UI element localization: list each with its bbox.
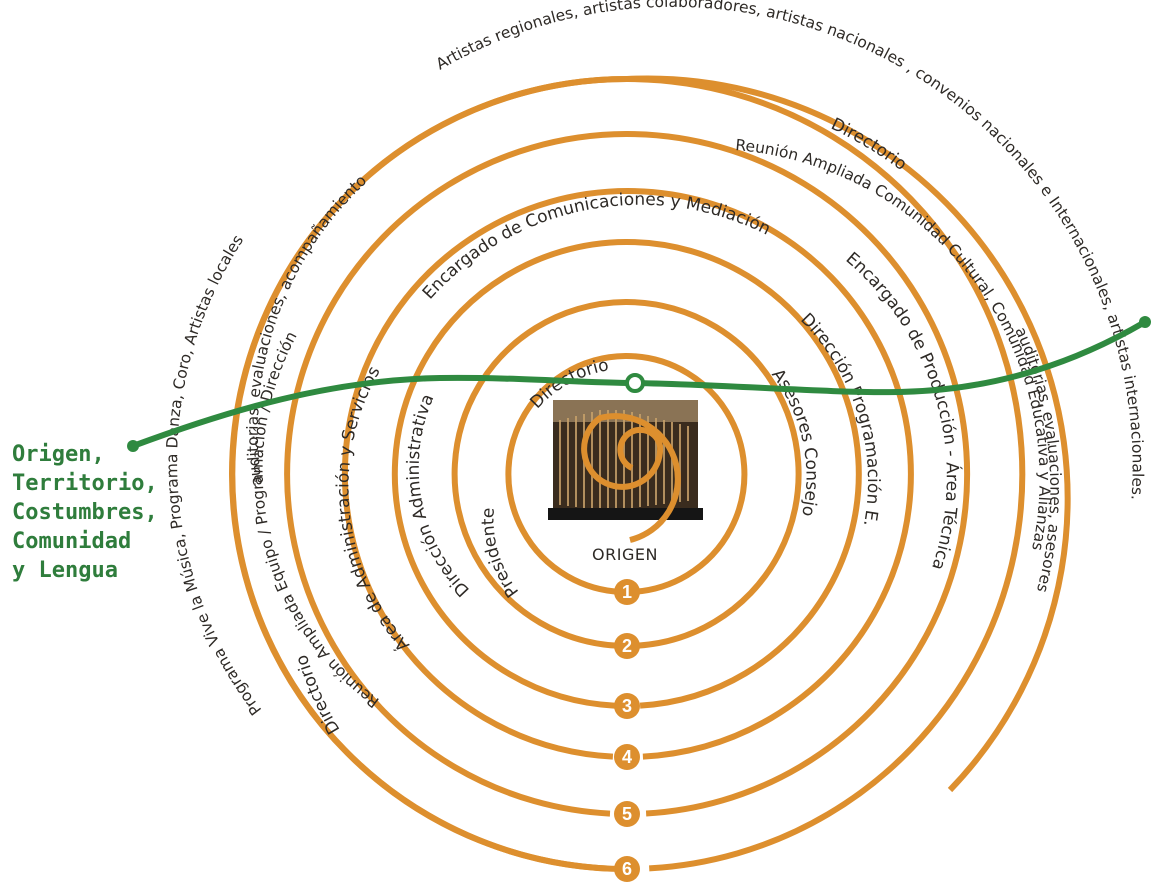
outer-spiral-tail — [228, 75, 1071, 872]
ring-3 — [391, 239, 862, 709]
ring-4 — [341, 188, 914, 760]
inner-spiral — [581, 413, 681, 543]
ring-badge-2 — [614, 633, 640, 659]
ring-number-badges: 1 2 3 4 5 6 — [614, 579, 640, 882]
ring4-right-label: Reunión Ampliada Comunidad Cultural, Com… — [735, 136, 1054, 552]
ring-badge-4 — [614, 744, 640, 770]
ring-number-3: 3 — [622, 696, 632, 716]
ring-number-2: 2 — [622, 636, 632, 656]
ring-badge-3 — [614, 693, 640, 719]
origen-label: ORIGEN — [592, 545, 658, 564]
ring-badge-6 — [614, 856, 640, 882]
ring-2 — [451, 298, 802, 649]
ring-badge-5 — [614, 801, 640, 827]
spiral-rings — [228, 75, 1071, 872]
side-label: Origen, Territorio, Costumbres, Comunida… — [12, 442, 158, 583]
ring-number-4: 4 — [622, 747, 632, 767]
ring-5 — [284, 131, 971, 817]
ring-labels: Presidente Directorio Asesores Consejo D… — [163, 0, 1147, 738]
green-path-end-dot — [1139, 316, 1151, 328]
ring-1 — [505, 353, 748, 595]
green-path-start-dot — [127, 440, 139, 452]
ring-number-5: 5 — [622, 804, 632, 824]
ring-number-1: 1 — [622, 582, 632, 602]
green-path-center-node — [625, 373, 645, 393]
ring-number-6: 6 — [622, 859, 632, 879]
ring-badge-1 — [614, 579, 640, 605]
